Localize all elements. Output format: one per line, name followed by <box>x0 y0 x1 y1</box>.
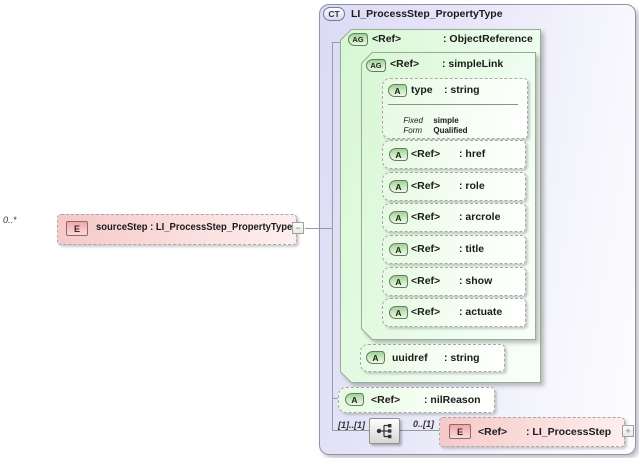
stub-nilreason <box>332 398 339 399</box>
attribute-name: <Ref> <box>411 211 441 223</box>
attribute-box-arcrole[interactable]: A <Ref> : arcrole <box>382 203 526 232</box>
attribute-icon: A <box>389 211 408 224</box>
attribute-icon: A <box>389 306 408 319</box>
attribute-box-uuidref[interactable]: A uuidref : string <box>360 344 505 372</box>
attribute-type: : actuate <box>459 306 503 318</box>
facet-row: Fixed simple <box>390 107 459 134</box>
attribute-type: : href <box>459 148 486 160</box>
connector-seq-to-element <box>400 430 439 431</box>
facet-value: Qualified <box>433 126 468 135</box>
sequence-right-multiplicity: 0..[1] <box>413 419 435 429</box>
attribute-box-role[interactable]: A <Ref> : role <box>382 172 526 201</box>
attribute-box-nilreason[interactable]: A <Ref> : nilReason <box>338 387 495 413</box>
attribute-icon: A <box>345 393 364 406</box>
attribute-icon: A <box>389 275 408 288</box>
sequence-icon <box>376 424 391 439</box>
attribute-icon: A <box>389 148 408 161</box>
element-icon: E <box>66 221 88 236</box>
simplelink-name: <Ref> <box>390 58 420 70</box>
spine-outer <box>332 42 333 431</box>
attribute-icon: A <box>366 351 385 364</box>
attribute-icon: A <box>388 84 407 97</box>
facet-value: simple <box>433 116 459 125</box>
collapse-handle[interactable]: − <box>292 222 304 234</box>
expand-handle[interactable]: + <box>622 425 634 437</box>
facet-label: Form <box>403 126 423 135</box>
sequence-left-multiplicity: [1]..[1] <box>338 420 365 430</box>
type-attribute-type: : string <box>444 84 480 96</box>
attribute-icon: A <box>389 180 408 193</box>
facet-row: Form Qualified <box>390 117 468 144</box>
objectreference-type: : ObjectReference <box>443 33 533 45</box>
facet-separator <box>388 104 518 105</box>
ref-element-name: <Ref> <box>478 426 508 438</box>
attribute-name: <Ref> <box>411 148 441 160</box>
attribute-name: <Ref> <box>411 243 441 255</box>
attribute-type: : string <box>444 352 480 364</box>
ref-element-box[interactable]: E <Ref> : LI_ProcessStep <box>439 417 625 447</box>
attribute-type: : nilReason <box>424 394 481 406</box>
complex-type-title: LI_ProcessStep_PropertyType <box>351 8 503 20</box>
attribute-type: : role <box>459 180 485 192</box>
attribute-name: uuidref <box>392 352 428 364</box>
attribute-box-title[interactable]: A <Ref> : title <box>382 235 526 264</box>
attribute-name: <Ref> <box>371 394 401 406</box>
attribute-group-icon: AG <box>348 33 368 46</box>
attribute-box-show[interactable]: A <Ref> : show <box>382 267 526 296</box>
attribute-type: : arcrole <box>459 211 501 223</box>
attribute-type: : title <box>459 243 485 255</box>
attribute-name: <Ref> <box>411 180 441 192</box>
source-multiplicity: 0..* <box>3 215 17 225</box>
objectreference-name: <Ref> <box>372 33 402 45</box>
attribute-group-icon: AG <box>366 59 386 72</box>
attribute-icon: A <box>389 243 408 256</box>
source-element-box[interactable] <box>57 214 297 245</box>
sequence-compositor[interactable] <box>369 418 400 444</box>
source-element-name: sourceStep <box>96 221 148 233</box>
attribute-name: <Ref> <box>411 275 441 287</box>
source-element-label: sourceStep : LI_ProcessStep_PropertyType <box>96 221 292 233</box>
facet-label: Fixed <box>403 116 423 125</box>
simplelink-type: : simpleLink <box>442 58 504 70</box>
type-attribute-box[interactable]: A type : string Fixed simple Form Qualifie… <box>382 78 528 139</box>
element-icon: E <box>449 424 471 439</box>
attribute-type: : show <box>459 275 493 287</box>
complex-type-icon: CT <box>323 7 345 21</box>
ref-element-type: : LI_ProcessStep <box>526 426 612 438</box>
type-attribute-name: type <box>411 84 433 96</box>
attribute-name: <Ref> <box>411 306 441 318</box>
connector-source-to-type <box>305 228 332 229</box>
attribute-box-href[interactable]: A <Ref> : href <box>382 140 526 169</box>
source-element-type: : LI_ProcessStep_PropertyType <box>147 221 293 233</box>
attribute-box-actuate[interactable]: A <Ref> : actuate <box>382 298 526 327</box>
stub-objectreference <box>332 42 341 43</box>
stub-sequence <box>332 430 370 431</box>
